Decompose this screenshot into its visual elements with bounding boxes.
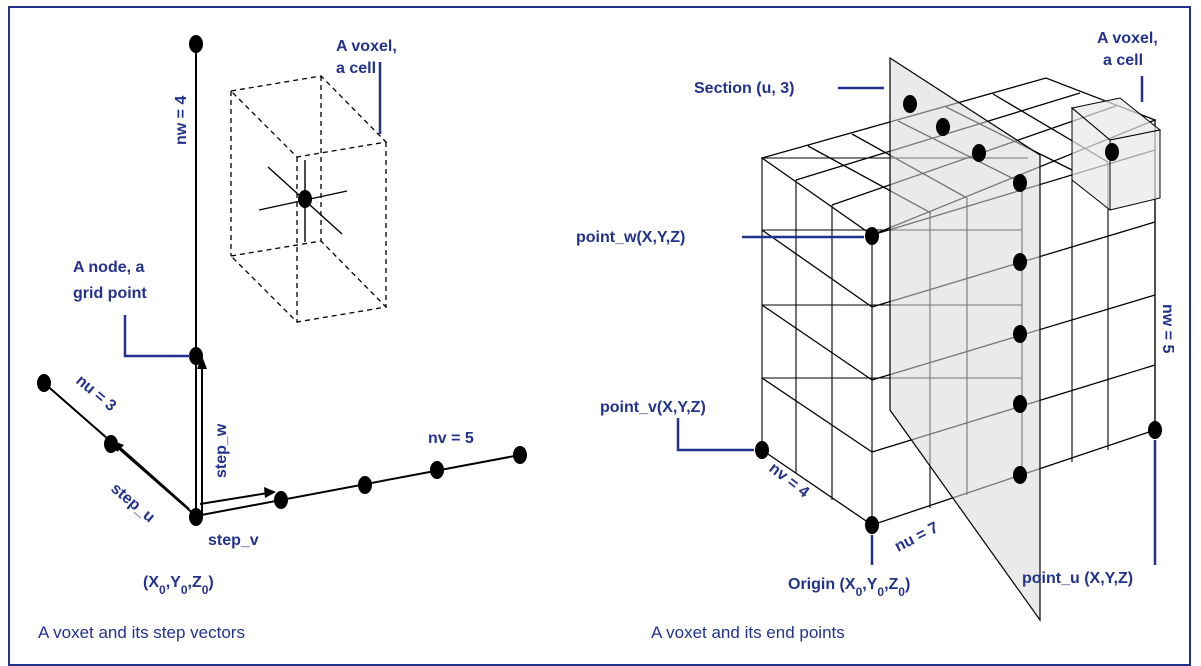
right-leader-lines (676, 76, 1157, 565)
nu-label: nu = 3 (72, 372, 119, 415)
left-voxet-diagram: A voxel, a cell A node, a grid point nw … (37, 35, 527, 642)
section-node (1013, 174, 1027, 192)
node (104, 435, 118, 453)
node (274, 491, 288, 509)
section-label: Section (u, 3) (694, 80, 794, 97)
step-v-label: step_v (208, 532, 259, 549)
point-v-node (755, 441, 769, 459)
section-node (903, 95, 917, 113)
left-voxel-cell (229, 75, 388, 323)
voxel-label-line2: a cell (336, 60, 376, 77)
point-w-label: point_w(X,Y,Z) (576, 229, 685, 246)
step-vectors (111, 356, 276, 514)
right-voxel-cell (1070, 97, 1162, 212)
node-leader-line (123, 315, 190, 358)
voxel-label-line1: A voxel, (336, 38, 397, 55)
node (189, 347, 203, 365)
right-nodes (755, 95, 1162, 534)
step-w-label: step_w (213, 423, 230, 478)
nu-label: nu = 7 (892, 519, 941, 555)
origin-label: (X0,Y0,Z0) (143, 574, 214, 597)
v-axis (195, 454, 521, 517)
origin-node (189, 508, 203, 526)
node (37, 374, 51, 392)
nw-label: nw = 5 (1159, 304, 1176, 353)
left-nodes (37, 35, 527, 526)
nv-label: nv = 5 (428, 430, 474, 447)
section-node (1013, 395, 1027, 413)
node (513, 446, 527, 464)
right-voxet-diagram: Section (u, 3) A voxel, a cell point_w(X… (576, 30, 1176, 642)
point-w-node (865, 227, 879, 245)
left-caption: A voxet and its step vectors (38, 623, 245, 642)
node (430, 461, 444, 479)
right-voxel-label-line1: A voxel, (1097, 30, 1158, 47)
voxel-center-node (298, 190, 312, 208)
origin-label: Origin (X0,Y0,Z0) (788, 576, 910, 599)
step-u-label: step_u (107, 480, 157, 526)
section-node (1013, 253, 1027, 271)
point-v-label: point_v(X,Y,Z) (600, 399, 706, 416)
step-v-vector (199, 492, 269, 505)
point-u-label: point_u (X,Y,Z) (1022, 570, 1133, 587)
nv-label: nv = 4 (766, 460, 813, 502)
point-u-node (1148, 421, 1162, 439)
step-v-arrowhead (264, 487, 276, 498)
section-node (1013, 325, 1027, 343)
origin-node (865, 516, 879, 534)
section-node (972, 144, 986, 162)
right-caption: A voxet and its end points (651, 623, 845, 642)
node-label-line2: grid point (73, 285, 147, 302)
section-node (936, 118, 950, 136)
node (358, 476, 372, 494)
voxel-node (1105, 143, 1119, 161)
nw-label: nw = 4 (173, 96, 190, 145)
step-w-arrowhead (197, 356, 207, 369)
section-node (1013, 466, 1027, 484)
voxet-figure: A voxel, a cell A node, a grid point nw … (37, 30, 1176, 642)
section-plane (889, 56, 1041, 622)
right-voxel-label-line2: a cell (1103, 52, 1143, 69)
step-u-vector (116, 444, 190, 510)
node-label-line1: A node, a (73, 259, 145, 276)
node (189, 35, 203, 53)
